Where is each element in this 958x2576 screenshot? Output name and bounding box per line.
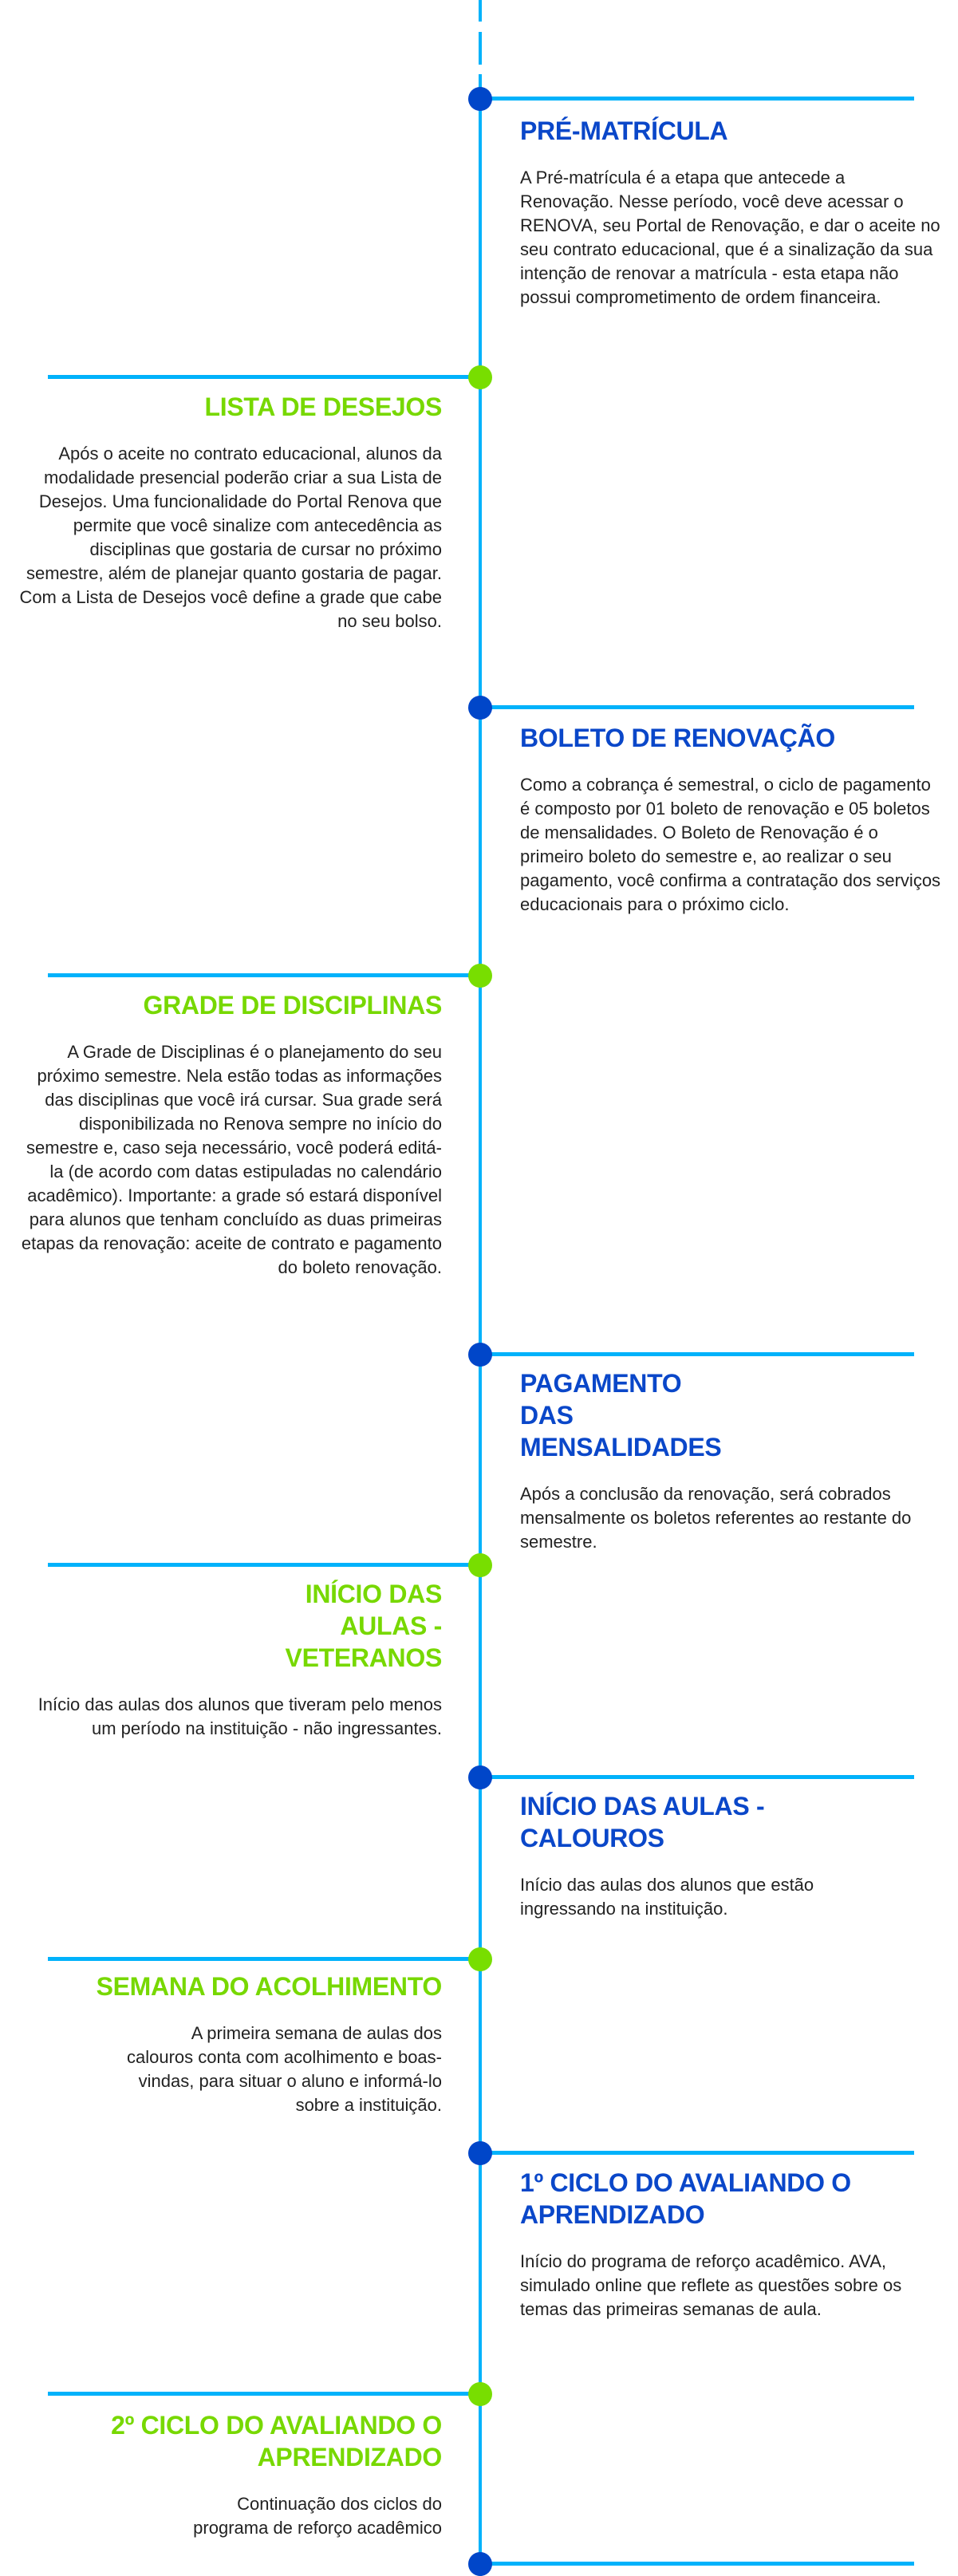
item-title: 2º CICLO DO AVALIANDO O APRENDIZADO — [111, 2411, 442, 2471]
item-text: A primeira semana de aulas dos calouros … — [127, 2023, 442, 2115]
timeline-dot — [468, 2382, 492, 2406]
timeline-item-inicio-aulas-calouros: INÍCIO DAS AULAS - CALOUROS Início das a… — [520, 1790, 943, 1921]
timeline-connector — [480, 97, 914, 101]
timeline-item-lista-de-desejos: LISTA DE DESEJOS Após o aceite no contra… — [19, 391, 442, 633]
item-title: GRADE DE DISCIPLINAS — [143, 991, 443, 1020]
timeline-dot — [468, 1765, 492, 1789]
item-text: Após a conclusão da renovação, será cobr… — [520, 1484, 912, 1552]
timeline-connector — [480, 2562, 914, 2566]
timeline-item-grade-de-disciplinas: GRADE DE DISCIPLINAS A Grade de Discipli… — [19, 989, 442, 1280]
timeline-line — [479, 74, 482, 2576]
timeline-dot — [468, 696, 492, 720]
timeline-item-pagamento-das-mensalidades: PAGAMENTO DAS MENSALIDADES Após a conclu… — [520, 1367, 943, 1554]
timeline-connector — [480, 1775, 914, 1779]
timeline-item-1-ciclo-avaliando: 1º CICLO DO AVALIANDO O APRENDIZADO Iníc… — [520, 2167, 943, 2322]
timeline-dot — [468, 1947, 492, 1971]
item-text: Continuação dos ciclos do programa de re… — [193, 2494, 442, 2538]
item-title: PAGAMENTO DAS MENSALIDADES — [520, 1369, 722, 1462]
item-title: LISTA DE DESEJOS — [204, 393, 443, 421]
timeline-connector — [480, 1352, 914, 1356]
timeline-dot — [468, 365, 492, 389]
timeline-dot — [468, 87, 492, 111]
timeline-dot — [468, 964, 492, 988]
item-text: Início das aulas dos alunos que estão in… — [520, 1875, 814, 1919]
item-text: A Pré-matrícula é a etapa que antecede a… — [520, 168, 940, 307]
item-title: BOLETO DE RENOVAÇÃO — [520, 724, 835, 752]
timeline-connector — [48, 2392, 480, 2396]
item-text: Após o aceite no contrato educacional, a… — [19, 444, 442, 631]
timeline-connector — [48, 973, 480, 977]
item-title: INÍCIO DAS AULAS - VETERANOS — [285, 1580, 443, 1672]
timeline-dot — [468, 2552, 492, 2576]
item-title: PRÉ-MATRÍCULA — [520, 116, 728, 145]
timeline-item-semana-do-acolhimento: SEMANA DO ACOLHIMENTO A primeira semana … — [19, 1970, 443, 2117]
timeline-item-pre-matricula: PRÉ-MATRÍCULA A Pré-matrícula é a etapa … — [520, 115, 943, 310]
timeline-dash — [479, 0, 482, 22]
timeline-connector — [48, 1957, 480, 1961]
timeline-connector — [48, 1563, 480, 1567]
timeline-dot — [468, 1343, 492, 1367]
timeline-item-2-ciclo-avaliando: 2º CICLO DO AVALIANDO O APRENDIZADO Cont… — [19, 2409, 442, 2540]
item-text: A Grade de Disciplinas é o planejamento … — [21, 1042, 442, 1277]
timeline-dot — [468, 1553, 492, 1577]
item-title: SEMANA DO ACOLHIMENTO — [96, 1972, 443, 2001]
timeline-item-inicio-aulas-veteranos: INÍCIO DAS AULAS - VETERANOS Início das … — [19, 1578, 443, 1741]
timeline-dot — [468, 2141, 492, 2165]
item-text: Como a cobrança é semestral, o ciclo de … — [520, 775, 941, 914]
timeline-item-boleto-de-renovacao: BOLETO DE RENOVAÇÃO Como a cobrança é se… — [520, 722, 943, 917]
item-text: Início das aulas dos alunos que tiveram … — [37, 1694, 442, 1738]
item-title: 1º CICLO DO AVALIANDO O APRENDIZADO — [520, 2168, 851, 2229]
timeline-connector — [480, 705, 914, 709]
timeline-dash — [479, 32, 482, 65]
item-text: Início do programa de reforço acadêmico.… — [520, 2251, 902, 2319]
timeline-connector — [480, 2151, 914, 2155]
item-title: INÍCIO DAS AULAS - CALOUROS — [520, 1792, 765, 1852]
timeline-connector — [48, 375, 480, 379]
